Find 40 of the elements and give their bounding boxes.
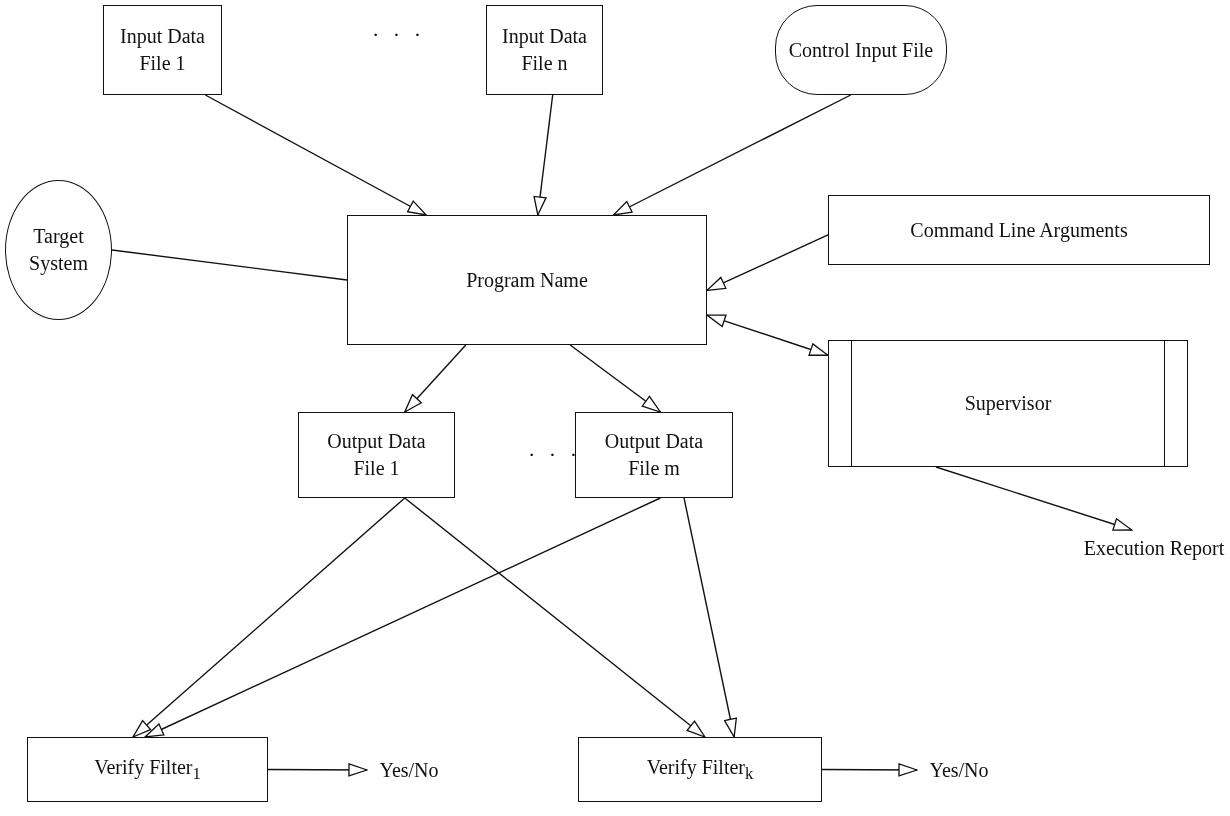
node-label: Input Data File n <box>501 24 588 76</box>
filter-box <box>578 737 822 802</box>
file-box <box>486 5 603 95</box>
arrow <box>144 497 662 738</box>
output-text: Execution Report <box>1080 530 1228 566</box>
file-box <box>298 412 455 498</box>
arrow <box>821 763 918 777</box>
node-label: Verify Filter$_{1}$ <box>93 754 202 785</box>
node-label: Output Data File m <box>603 429 705 481</box>
node-label: Target System <box>28 224 89 277</box>
node-label: Control Input File <box>787 37 935 64</box>
arrow <box>706 234 829 292</box>
node-label: Verify Filter$_{k}$ <box>645 754 755 785</box>
arrow <box>706 314 829 356</box>
result-text: Yes/No <box>917 752 1001 788</box>
ellipsis-mark: · · · <box>528 442 581 468</box>
ellipsis-mark: · · · <box>372 22 425 48</box>
result-text: Yes/No <box>367 752 451 788</box>
arrow <box>404 344 467 413</box>
process-box <box>347 215 707 345</box>
node-label: Command Line Arguments <box>909 217 1129 244</box>
arrow <box>569 344 662 413</box>
arrow <box>404 497 706 738</box>
arrow <box>612 94 852 216</box>
arrow <box>204 94 427 216</box>
arrow <box>533 94 554 216</box>
node-label: Program Name <box>465 267 589 294</box>
arrow <box>267 763 368 777</box>
process-box <box>828 195 1210 265</box>
node-label: Output Data File 1 <box>326 429 427 481</box>
arrow <box>132 497 406 738</box>
arrow <box>935 466 1133 531</box>
file-box <box>575 412 733 498</box>
arrow <box>683 497 737 738</box>
node-label: Input Data File 1 <box>119 24 206 76</box>
predefined-process-box <box>828 340 1188 467</box>
node-label: Supervisor <box>963 391 1053 417</box>
connector-line <box>111 249 348 281</box>
file-box <box>103 5 222 95</box>
filter-box <box>27 737 268 802</box>
